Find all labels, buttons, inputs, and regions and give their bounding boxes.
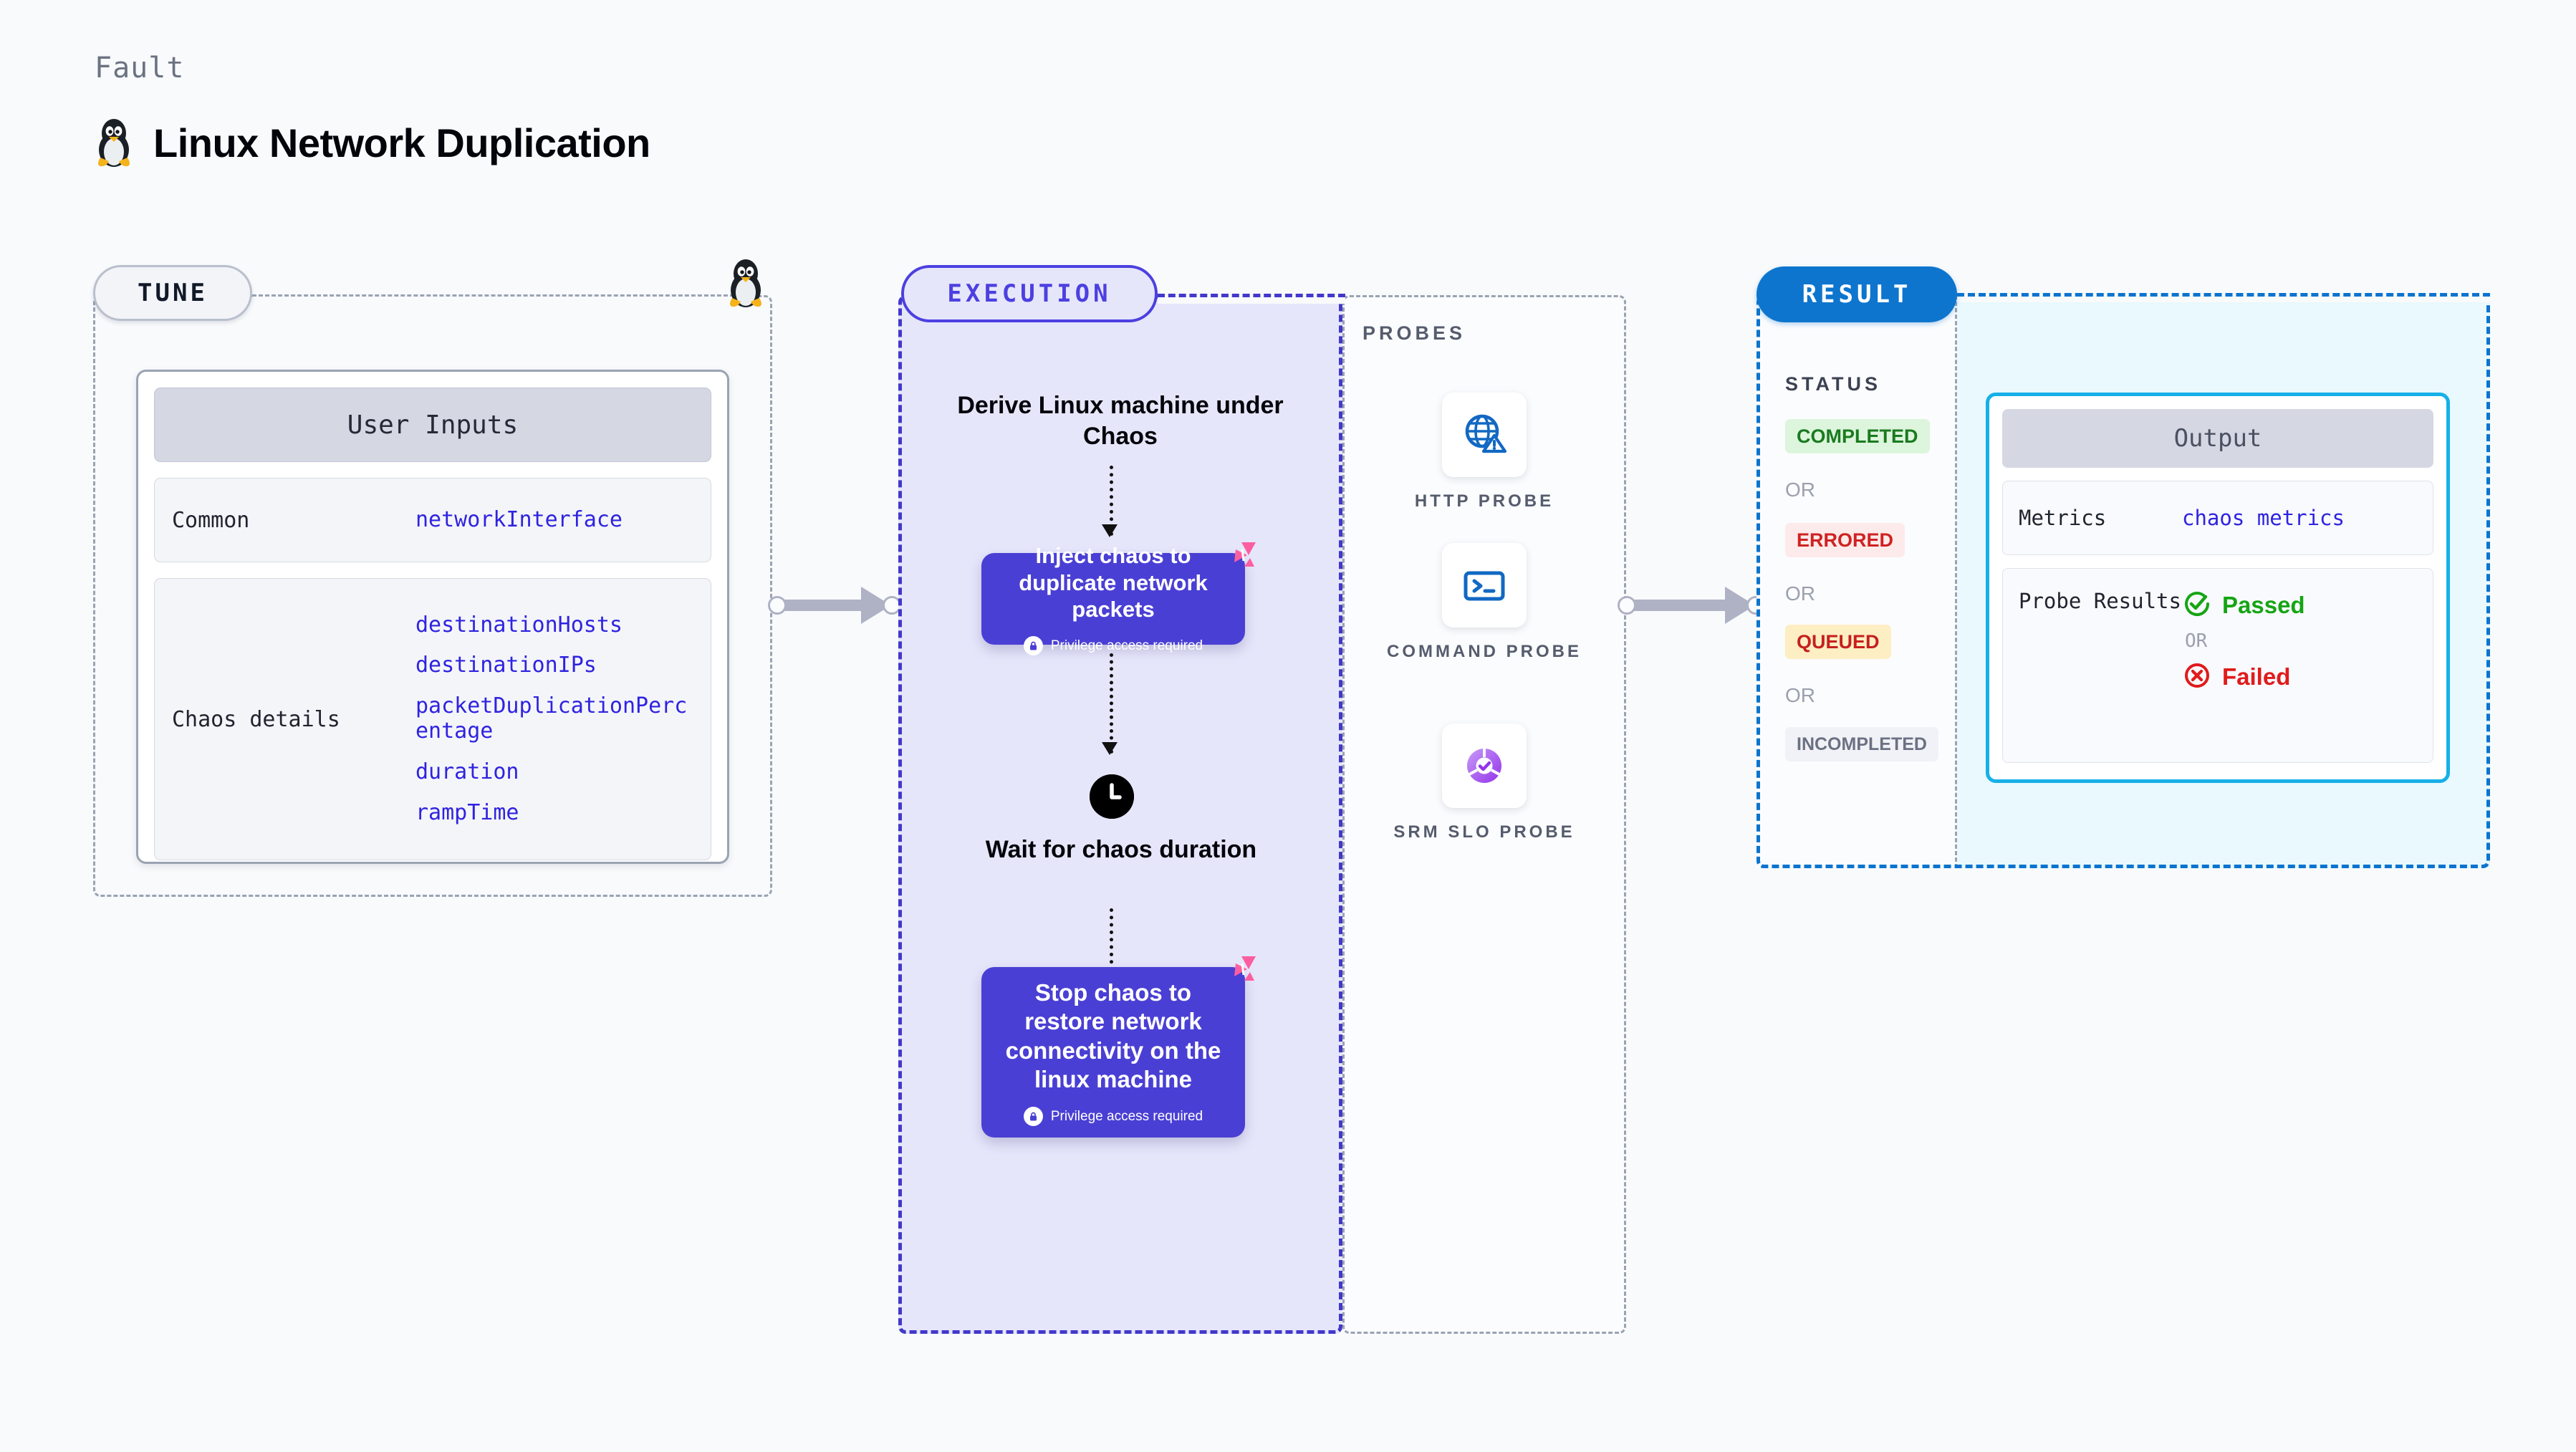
- metrics-label: Metrics: [2019, 506, 2107, 530]
- page-title-row: Linux Network Duplication: [93, 115, 650, 171]
- execution-card-inject[interactable]: Inject chaos to duplicate network packet…: [981, 542, 1256, 656]
- tune-top-dash: [252, 294, 754, 297]
- output-title: Output: [2002, 409, 2433, 468]
- user-inputs-card: User Inputs Common networkInterface Chao…: [136, 370, 729, 864]
- check-circle-icon: [2182, 589, 2212, 622]
- globe-warning-icon: [1442, 393, 1527, 477]
- execution-step-title-wait: Wait for chaos duration: [985, 836, 1257, 863]
- execution-top-dash: [1158, 294, 1345, 297]
- result-badge[interactable]: RESULT: [1756, 266, 1957, 322]
- result-status-column: [1756, 295, 1957, 868]
- probe-result-failed: Failed: [2182, 660, 2305, 693]
- execution-badge[interactable]: EXECUTION: [901, 265, 1158, 322]
- lock-icon: [1023, 1107, 1043, 1126]
- output-card: Output Metrics chaos metrics Probe Resul…: [1986, 393, 2450, 783]
- or-separator: OR: [1785, 479, 1815, 501]
- input-value[interactable]: packetDuplicationPercentage: [415, 693, 688, 744]
- probe-label: HTTP PROBE: [1414, 491, 1554, 511]
- status-badge-queued: QUEUED: [1785, 625, 1891, 659]
- linux-penguin-icon: [93, 115, 135, 171]
- x-circle-icon: [2182, 660, 2212, 693]
- probe-label: COMMAND PROBE: [1387, 642, 1582, 661]
- harness-logo-icon: [1220, 953, 1257, 994]
- probe-command[interactable]: COMMAND PROBE: [1342, 543, 1626, 663]
- input-row-chaos-details: Chaos details destinationHosts destinati…: [154, 578, 711, 860]
- output-row-metrics: Metrics chaos metrics: [2002, 481, 2433, 555]
- input-value[interactable]: destinationIPs: [415, 653, 597, 678]
- probe-label: SRM SLO PROBE: [1393, 822, 1575, 842]
- terminal-icon: [1442, 543, 1527, 628]
- status-badge-errored: ERRORED: [1785, 523, 1905, 557]
- input-row-label: Common: [172, 507, 250, 533]
- connector-execution-to-result: [1618, 587, 1775, 624]
- or-separator: OR: [1785, 582, 1815, 605]
- privilege-note-text: Privilege access required: [1050, 1108, 1203, 1124]
- probe-result-passed: Passed: [2182, 589, 2305, 622]
- privilege-note: Privilege access required: [1023, 1107, 1203, 1126]
- input-value[interactable]: networkInterface: [415, 506, 623, 532]
- linux-penguin-icon: [725, 255, 766, 312]
- clock-icon: [1090, 774, 1134, 819]
- failed-text: Failed: [2222, 663, 2291, 690]
- input-row-common: Common networkInterface: [154, 478, 711, 562]
- page-title: Linux Network Duplication: [153, 120, 650, 165]
- harness-logo-icon: [1220, 539, 1257, 580]
- input-row-label: Chaos details: [172, 706, 340, 732]
- card-text: Inject chaos to duplicate network packet…: [1019, 542, 1208, 622]
- probe-srm-slo[interactable]: SRM SLO PROBE: [1342, 723, 1626, 843]
- page-eyebrow: Fault: [95, 52, 185, 85]
- status-badge-incompleted: INCOMPLETED: [1785, 727, 1938, 761]
- passed-text: Passed: [2222, 592, 2305, 618]
- status-label: STATUS: [1785, 373, 1881, 395]
- privilege-note-text: Privilege access required: [1050, 638, 1203, 653]
- card-text: Stop chaos to restore network connectivi…: [1005, 979, 1221, 1092]
- or-separator: OR: [1785, 684, 1815, 706]
- connector-tune-to-execution: [768, 587, 904, 624]
- or-separator: OR: [2185, 630, 2208, 652]
- status-badge-completed: COMPLETED: [1785, 419, 1930, 453]
- execution-card-stop[interactable]: Stop chaos to restore network connectivi…: [981, 956, 1256, 1138]
- input-value[interactable]: destinationHosts: [415, 612, 623, 638]
- execution-step-title-derive: Derive Linux machine under Chaos: [957, 392, 1284, 450]
- probe-results-label: Probe Results: [2019, 589, 2181, 613]
- probes-label: PROBES: [1363, 322, 1466, 344]
- privilege-note: Privilege access required: [1023, 636, 1203, 656]
- input-value[interactable]: rampTime: [415, 799, 519, 825]
- tune-badge[interactable]: TUNE: [93, 265, 252, 321]
- result-top-dash: [1957, 293, 2490, 297]
- output-row-probe-results: Probe Results Passed OR: [2002, 568, 2433, 763]
- lock-icon: [1023, 636, 1043, 656]
- donut-check-icon: [1442, 723, 1527, 808]
- input-value[interactable]: duration: [415, 759, 519, 784]
- probe-http[interactable]: HTTP PROBE: [1342, 393, 1626, 512]
- user-inputs-title: User Inputs: [154, 388, 711, 462]
- metrics-value[interactable]: chaos metrics: [2182, 506, 2345, 530]
